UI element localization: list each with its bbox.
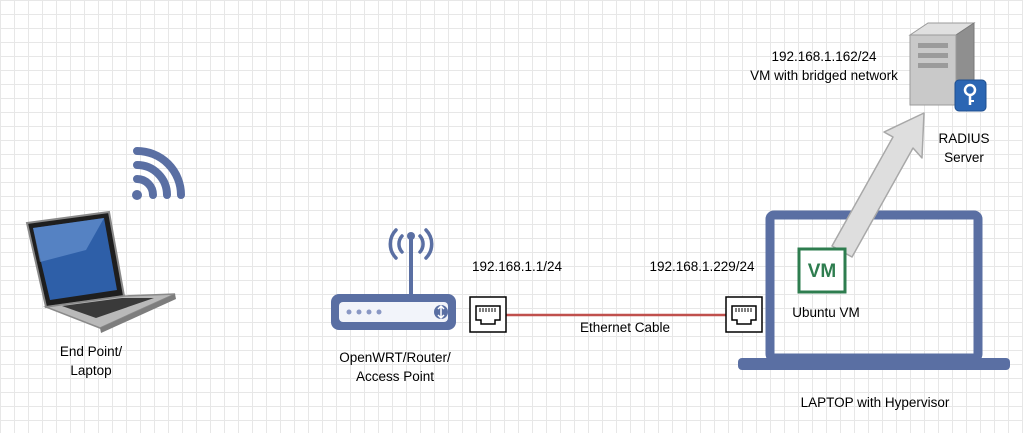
- ethernet-port-icon: [469, 296, 507, 333]
- endpoint-line1: End Point/: [59, 344, 123, 359]
- laptop-host-label: LAPTOP with Hypervisor: [780, 393, 970, 412]
- radius-line1: RADIUS: [938, 131, 990, 146]
- radius-ip-label: 192.168.1.162/24 VM with bridged network: [744, 47, 904, 85]
- vm-icon: VM: [797, 247, 847, 294]
- vm-badge-text: VM: [808, 261, 837, 282]
- router-icon: [331, 228, 456, 330]
- laptop-host-ip-label: 192.168.1.229/24: [632, 257, 772, 276]
- vm-name-label: Ubuntu VM: [776, 303, 876, 322]
- ethernet-cable-label: Ethernet Cable: [560, 318, 690, 337]
- endpoint-label: End Point/ Laptop: [41, 342, 141, 380]
- router-name-label: OpenWRT/Router/ Access Point: [325, 348, 465, 386]
- vm-name-text: Ubuntu VM: [792, 305, 860, 320]
- server-key-icon: [908, 22, 987, 112]
- radius-line2: Server: [944, 150, 984, 165]
- ethernet-port-icon: [725, 296, 763, 333]
- endpoint-line2: Laptop: [70, 363, 112, 378]
- bridge-arrow: [831, 112, 925, 258]
- ethernet-cable-text: Ethernet Cable: [579, 320, 671, 335]
- router-line1: OpenWRT/Router/: [339, 350, 451, 365]
- router-ip-text: 192.168.1.1/24: [471, 259, 563, 274]
- laptop-icon: [25, 210, 176, 333]
- radius-note-text: VM with bridged network: [750, 68, 898, 83]
- router-ip-label: 192.168.1.1/24: [462, 257, 572, 276]
- radius-ip-text: 192.168.1.162/24: [771, 49, 877, 64]
- router-line2: Access Point: [355, 369, 435, 384]
- laptop-host-text: LAPTOP with Hypervisor: [800, 395, 950, 410]
- wifi-signal-icon: [132, 147, 185, 200]
- laptop-host-ip-text: 192.168.1.229/24: [649, 259, 755, 274]
- laptop-outline-icon: [738, 210, 1010, 370]
- radius-server-label: RADIUS Server: [924, 129, 1004, 167]
